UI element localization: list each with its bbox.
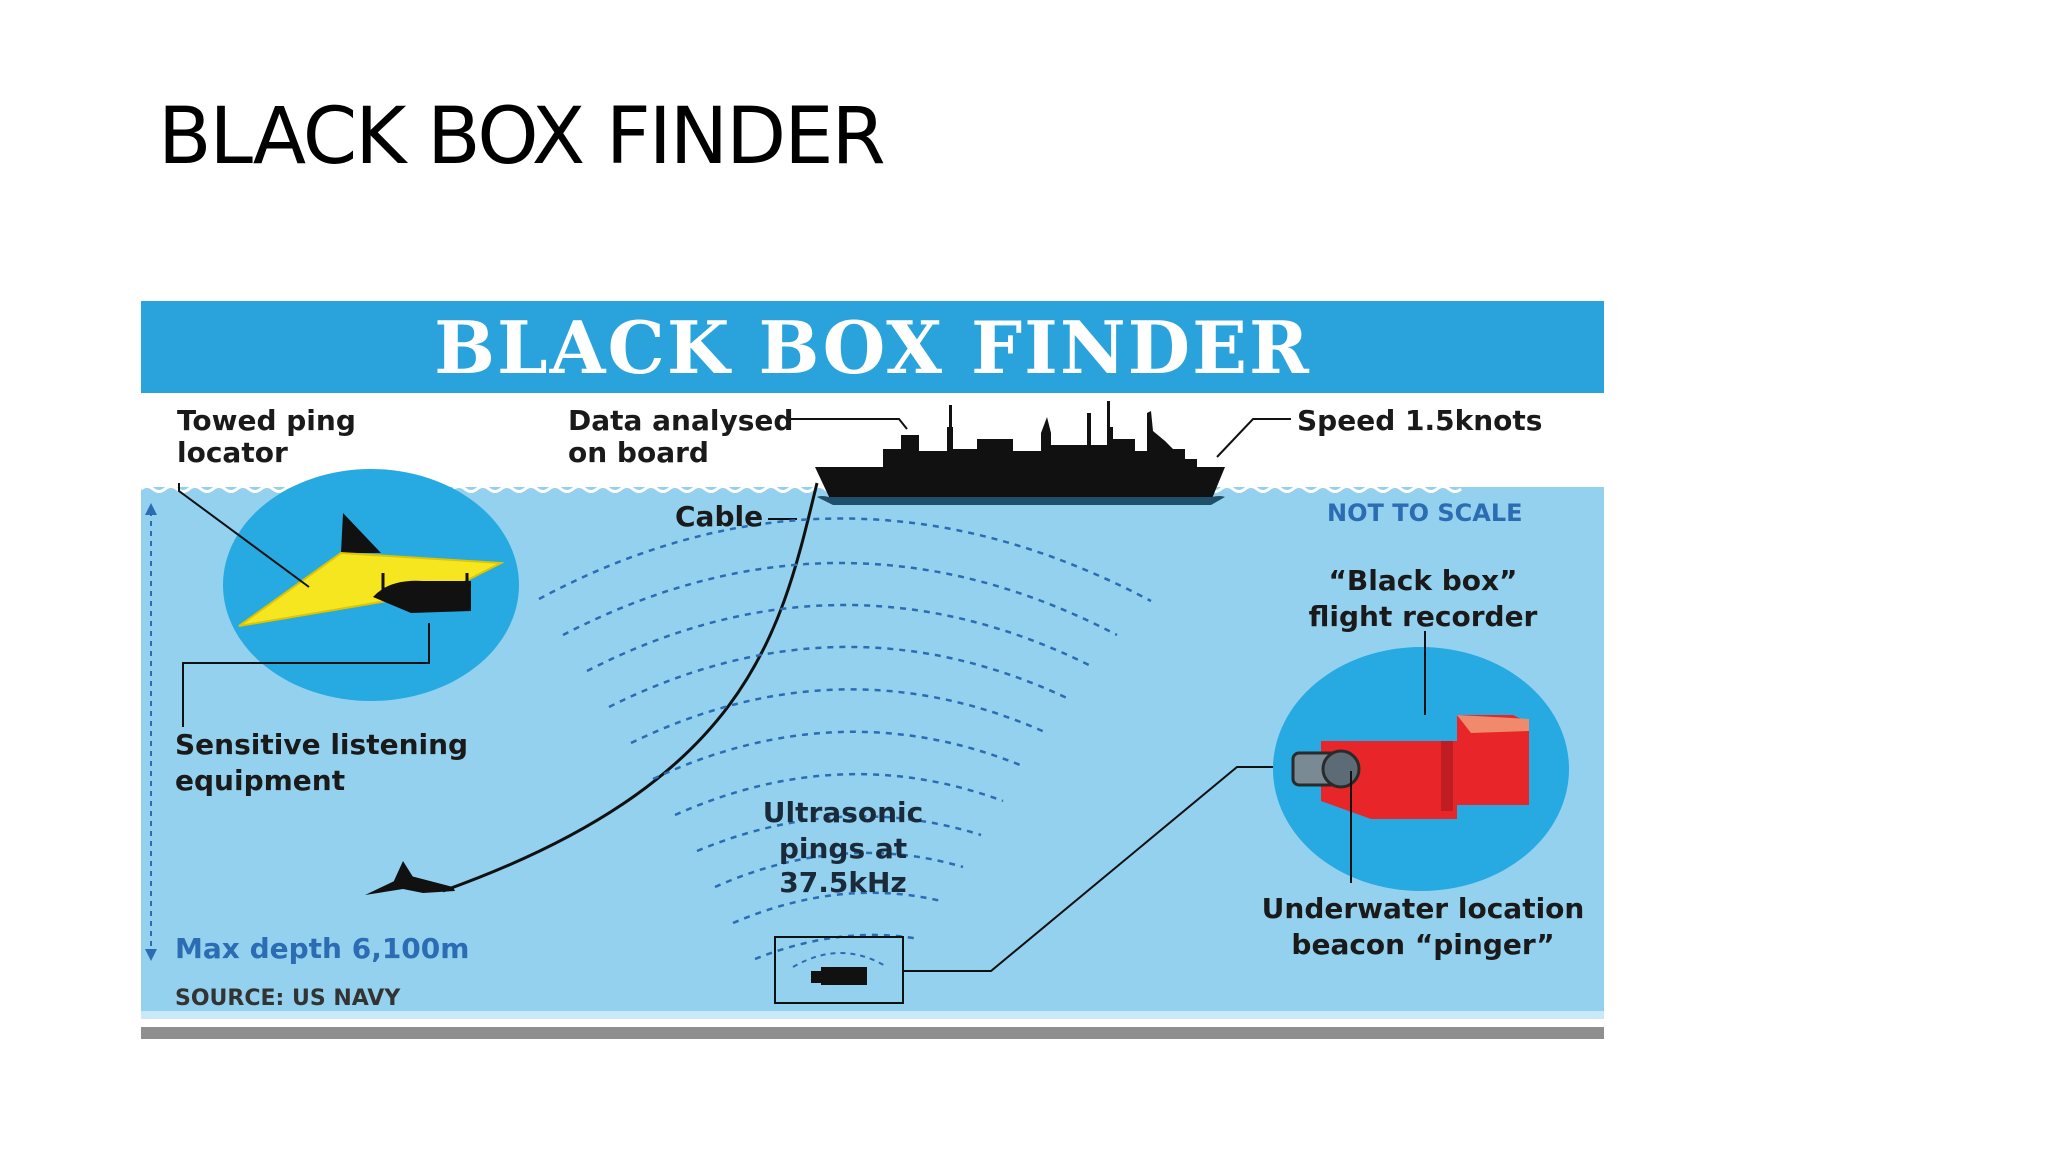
ship-waterline bbox=[817, 496, 1225, 505]
label-max-depth: Max depth 6,100m bbox=[175, 932, 470, 965]
locator-fin bbox=[341, 513, 381, 553]
infographic-footer-bar bbox=[141, 1027, 1604, 1039]
ship-hull bbox=[815, 467, 1225, 501]
sonar-arcs bbox=[538, 517, 1152, 961]
depth-arrow-bottom-head bbox=[145, 949, 157, 961]
label-cable: Cable bbox=[675, 500, 764, 533]
leader-data-analysed bbox=[789, 418, 908, 430]
leader-towed-locator bbox=[178, 483, 310, 588]
label-sensitive-listening-equipment: Sensitive listening equipment bbox=[175, 728, 469, 797]
label-speed: Speed 1.5knots bbox=[1297, 404, 1543, 437]
sea-bottom-band bbox=[141, 1011, 1604, 1019]
tow-cable bbox=[442, 482, 819, 893]
leader-seabed-to-beacon bbox=[903, 766, 1289, 972]
depth-arrow-top-head bbox=[145, 503, 157, 515]
label-towed-ping-locator: Towed ping locator bbox=[177, 404, 356, 469]
label-black-box-recorder: “Black box” flight recorder bbox=[1308, 564, 1538, 633]
black-box-finder-infographic: BLACK BOX FINDER Towed ping locator Data… bbox=[141, 301, 1604, 1039]
leader-sensitive-equipment bbox=[182, 623, 430, 727]
label-underwater-beacon: Underwater location beacon “pinger” bbox=[1261, 892, 1585, 961]
label-not-to-scale: NOT TO SCALE bbox=[1327, 499, 1523, 527]
leader-speed bbox=[1216, 418, 1291, 458]
flight-recorder-icon bbox=[1321, 715, 1529, 819]
locator-mount bbox=[373, 580, 471, 613]
towed-ping-locator-icon bbox=[238, 551, 505, 627]
label-data-analysed: Data analysed on board bbox=[568, 404, 794, 469]
label-ultrasonic-pings: Ultrasonic pings at 37.5kHz bbox=[762, 796, 924, 899]
seabed-recorder-icon bbox=[821, 967, 867, 985]
infographic-banner-title: BLACK BOX FINDER bbox=[434, 305, 1311, 390]
slide-title: BLACK BOX FINDER bbox=[158, 92, 886, 182]
towed-fish-icon bbox=[365, 875, 455, 895]
label-source: SOURCE: US NAVY bbox=[175, 986, 401, 1011]
infographic-banner bbox=[141, 301, 1604, 393]
infographic-artwork bbox=[141, 401, 1604, 1019]
ship-superstructure bbox=[883, 411, 1197, 467]
